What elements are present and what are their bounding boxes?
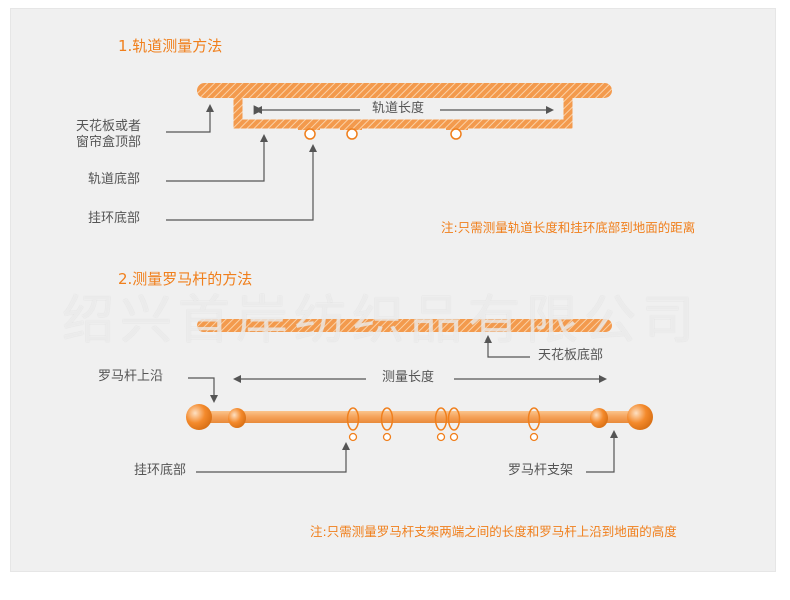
diagram-panel — [10, 8, 776, 572]
track-hook — [446, 124, 468, 140]
label-ceiling-line1: 天花板或者 — [76, 119, 142, 134]
leader-ceiling-head — [206, 104, 214, 112]
curtain-ring — [346, 407, 360, 431]
section1-note: 注:只需测量轨道长度和挂环底部到地面的距离 — [441, 220, 696, 235]
leader-ring-bottom-head — [309, 144, 317, 152]
curtain-ring — [434, 407, 448, 431]
ring-eyelet — [382, 432, 392, 442]
arrow-head-right — [546, 106, 554, 114]
label-ceiling-line2: 窗帘盒顶部 — [76, 135, 142, 150]
ring-eyelet — [436, 432, 446, 442]
section2-note: 注:只需测量罗马杆支架两端之间的长度和罗马杆上沿到地面的高度 — [310, 524, 677, 539]
track-length-label: 轨道长度 — [372, 101, 425, 116]
label-ceiling-bottom: 天花板底部 — [538, 348, 604, 363]
watermark-text: 绍兴首岸纺织品有限公司 — [62, 291, 701, 351]
ceiling-bottom-bar — [197, 319, 612, 332]
label-ring-bottom: 挂环底部 — [88, 211, 141, 226]
section1-title: 1.轨道测量方法 — [118, 37, 223, 55]
leader-rod-ring-bottom-head — [342, 442, 350, 450]
leader-rod-ring-bottom — [196, 448, 347, 473]
leader-ring-bottom — [166, 150, 314, 221]
leader-bracket — [586, 436, 615, 473]
leader-rod-top — [188, 377, 215, 398]
rod-finial-right — [627, 404, 653, 430]
arrow-head-left — [254, 106, 262, 114]
rod-bracket-left — [228, 408, 246, 428]
ring-eyelet — [449, 432, 459, 442]
leader-ceiling — [166, 108, 211, 133]
rod-bracket-right — [590, 408, 608, 428]
ring-eyelet — [348, 432, 358, 442]
label-bracket: 罗马杆支架 — [508, 463, 574, 478]
measure-length-label: 测量长度 — [382, 370, 435, 385]
track-body — [234, 96, 572, 128]
leader-rod-top-head — [210, 395, 218, 403]
track-hook — [298, 124, 320, 140]
measure-arrow-head-left — [233, 375, 241, 383]
curtain-ring — [447, 407, 461, 431]
track-hook — [340, 124, 362, 140]
ceiling-bar — [197, 83, 612, 98]
leader-ceiling-bottom-head — [484, 335, 492, 343]
ring-eyelet — [529, 432, 539, 442]
leader-ceiling-bottom — [487, 340, 530, 358]
label-track-bottom: 轨道底部 — [88, 172, 141, 187]
leader-track-bottom — [166, 140, 265, 182]
label-rod-ring-bottom: 挂环底部 — [134, 463, 187, 478]
label-rod-top-edge: 罗马杆上沿 — [98, 369, 164, 384]
curtain-ring — [380, 407, 394, 431]
section2-title: 2.测量罗马杆的方法 — [118, 270, 253, 288]
leader-bracket-head — [610, 430, 618, 438]
rod-finial-left — [186, 404, 212, 430]
curtain-ring — [527, 407, 541, 431]
leader-track-bottom-head — [260, 134, 268, 142]
roman-rod — [200, 411, 640, 423]
measure-arrow-head-right — [599, 375, 607, 383]
